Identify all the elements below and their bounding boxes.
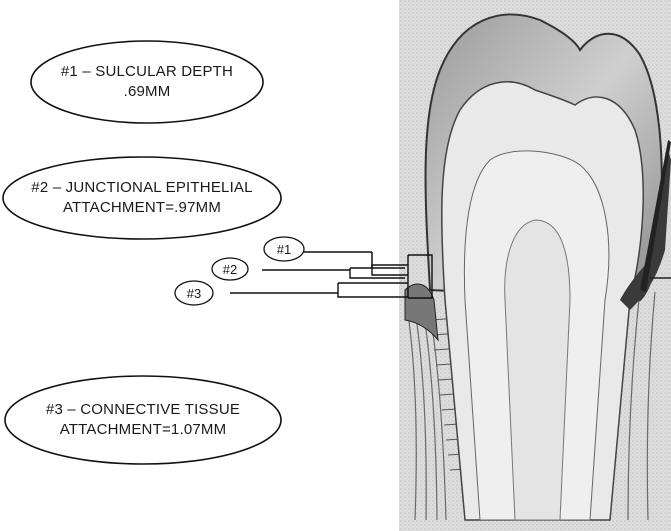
marker-2-outline	[212, 258, 248, 280]
callout-3-outline	[5, 376, 281, 464]
marker-3-outline	[175, 281, 213, 305]
tooth-pulp	[505, 220, 570, 520]
marker-1-outline	[264, 237, 304, 261]
callout-1-outline	[31, 41, 263, 123]
callout-2-outline	[3, 157, 281, 239]
